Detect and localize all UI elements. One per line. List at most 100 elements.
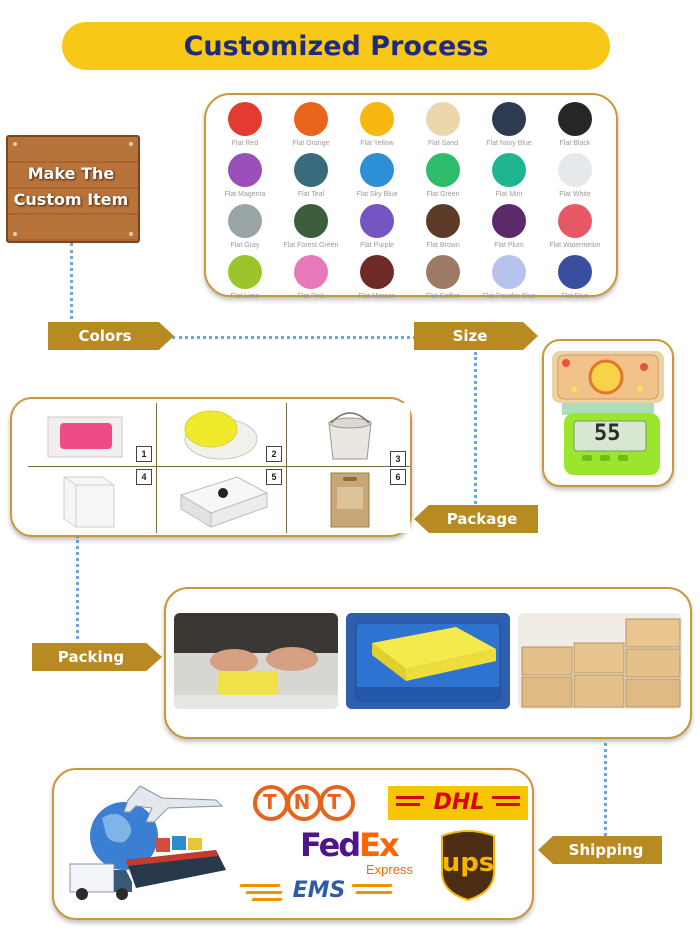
color-swatch: Flat Lime xyxy=(210,255,280,300)
color-swatch-label: Flat Gray xyxy=(230,242,260,249)
step-shipping-tag: Shipping xyxy=(538,836,662,864)
color-swatch-label: Flat White xyxy=(559,191,591,198)
package-number-1: 1 xyxy=(136,446,152,462)
color-swatch: Flat Green xyxy=(408,153,478,198)
bucket-image xyxy=(328,412,372,460)
dhl-logo: DHL xyxy=(388,786,528,820)
ems-stripe xyxy=(245,891,283,894)
packing-photo-tray xyxy=(346,613,510,709)
color-swatch-label: Flat Orange xyxy=(292,140,330,147)
color-swatch: Flat Mint xyxy=(474,153,544,198)
step-colors-tag: Colors xyxy=(48,322,174,350)
color-swatch-label: Flat Maroon xyxy=(358,293,396,300)
color-swatch-label: Flat Forest Green xyxy=(283,242,339,249)
color-swatch-dot xyxy=(228,153,262,187)
color-swatch-label: Flat Brown xyxy=(426,242,460,249)
color-swatch: Flat Black xyxy=(540,102,610,147)
color-swatch-dot xyxy=(294,255,328,289)
packing-photos-frame xyxy=(164,587,692,739)
color-swatch-dot xyxy=(492,153,526,187)
packing-photo-cartons xyxy=(518,613,682,709)
make-custom-item-sign: Make The Custom Item xyxy=(6,135,140,245)
color-swatch-label: Flat Pink xyxy=(297,293,325,300)
color-swatch: Flat Forest Green xyxy=(276,204,346,249)
color-swatch-label: Flat Magenta xyxy=(224,191,266,198)
color-swatch-label: Flat Sky Blue xyxy=(356,191,398,198)
ems-stripe xyxy=(251,898,283,901)
nail-icon xyxy=(129,232,133,236)
connector-colors-size xyxy=(172,336,416,339)
color-swatch: Flat Yellow xyxy=(342,102,412,147)
package-number-3: 3 xyxy=(390,451,406,467)
color-swatch: Flat Gray xyxy=(210,204,280,249)
package-options-grid: 1 2 3 4 5 xyxy=(10,397,412,537)
color-swatch: Flat Blue xyxy=(540,255,610,300)
white-box-image xyxy=(63,476,115,528)
ups-text: ups xyxy=(441,848,495,878)
sign-line-2: Custom Item xyxy=(13,190,129,209)
color-swatch: Flat Powder Blue xyxy=(474,255,544,300)
color-swatch-dot xyxy=(294,204,328,238)
color-swatch-dot xyxy=(558,204,592,238)
color-swatch-label: Flat Navy Blue xyxy=(486,140,532,147)
color-swatch-dot xyxy=(426,153,460,187)
ems-stripe xyxy=(355,891,393,894)
color-swatch: Flat Navy Blue xyxy=(474,102,544,147)
color-swatch-dot xyxy=(360,255,394,289)
tnt-text: TNT xyxy=(263,790,359,814)
package-cell-bucket: 3 xyxy=(287,403,410,467)
connector-sign-colors xyxy=(70,243,73,319)
package-cell-round-box: 2 xyxy=(157,403,287,467)
color-swatch: Flat Pink xyxy=(276,255,346,300)
ems-stripe xyxy=(351,884,393,887)
color-swatch-dot xyxy=(360,102,394,136)
color-swatch-label: Flat Red xyxy=(231,140,259,147)
color-swatch-dot xyxy=(492,102,526,136)
kraft-hang-box-image xyxy=(330,472,370,528)
color-swatch-label: Flat Watermelon xyxy=(549,242,601,249)
color-swatch: Flat Plum xyxy=(474,204,544,249)
cartons-image xyxy=(518,613,682,709)
nail-icon xyxy=(13,142,17,146)
color-swatch-label: Flat Black xyxy=(559,140,591,147)
color-swatch: Flat Sand xyxy=(408,102,478,147)
color-swatch: Flat Maroon xyxy=(342,255,412,300)
color-swatch-dot xyxy=(558,255,592,289)
color-swatch-dot xyxy=(228,255,262,289)
color-swatch-label: Flat Coffee xyxy=(425,293,461,300)
dhl-stripe xyxy=(396,796,424,799)
blue-tray-image xyxy=(346,613,510,709)
package-cell-bag: 1 xyxy=(28,403,157,467)
fedex-fed-text: Fed xyxy=(300,826,361,864)
color-swatch: Flat Magenta xyxy=(210,153,280,198)
color-swatch-dot xyxy=(294,153,328,187)
tnt-logo-text: TNT xyxy=(252,790,356,814)
package-number-4: 4 xyxy=(136,469,152,485)
color-swatch-label: Flat Plum xyxy=(494,242,524,249)
color-swatch-dot xyxy=(558,102,592,136)
package-number-2: 2 xyxy=(266,446,282,462)
color-swatch: Flat Sky Blue xyxy=(342,153,412,198)
size-photo-frame: 55 xyxy=(542,339,674,487)
package-cell-kraft-box: 6 xyxy=(287,467,410,533)
color-swatch-dot xyxy=(492,255,526,289)
color-swatch-dot xyxy=(426,102,460,136)
color-swatch: Flat Orange xyxy=(276,102,346,147)
dhl-stripe xyxy=(496,803,520,806)
color-swatch: Flat Coffee xyxy=(408,255,478,300)
nail-icon xyxy=(129,142,133,146)
color-swatch-dot xyxy=(426,255,460,289)
color-swatch-label: Flat Green xyxy=(426,191,460,198)
color-swatch-label: Flat Teal xyxy=(297,191,325,198)
color-swatch-label: Flat Lime xyxy=(230,293,260,300)
color-swatch: Flat Teal xyxy=(276,153,346,198)
color-swatch-label: Flat Powder Blue xyxy=(482,293,536,300)
step-size-tag: Size xyxy=(414,322,538,350)
connector-package-packing xyxy=(76,535,79,639)
color-swatch: Flat Brown xyxy=(408,204,478,249)
sign-line-1: Make The xyxy=(27,164,115,183)
fedex-logo: FedEx xyxy=(300,826,400,864)
connector-packing-shipping xyxy=(604,736,607,836)
dhl-stripe xyxy=(492,796,520,799)
